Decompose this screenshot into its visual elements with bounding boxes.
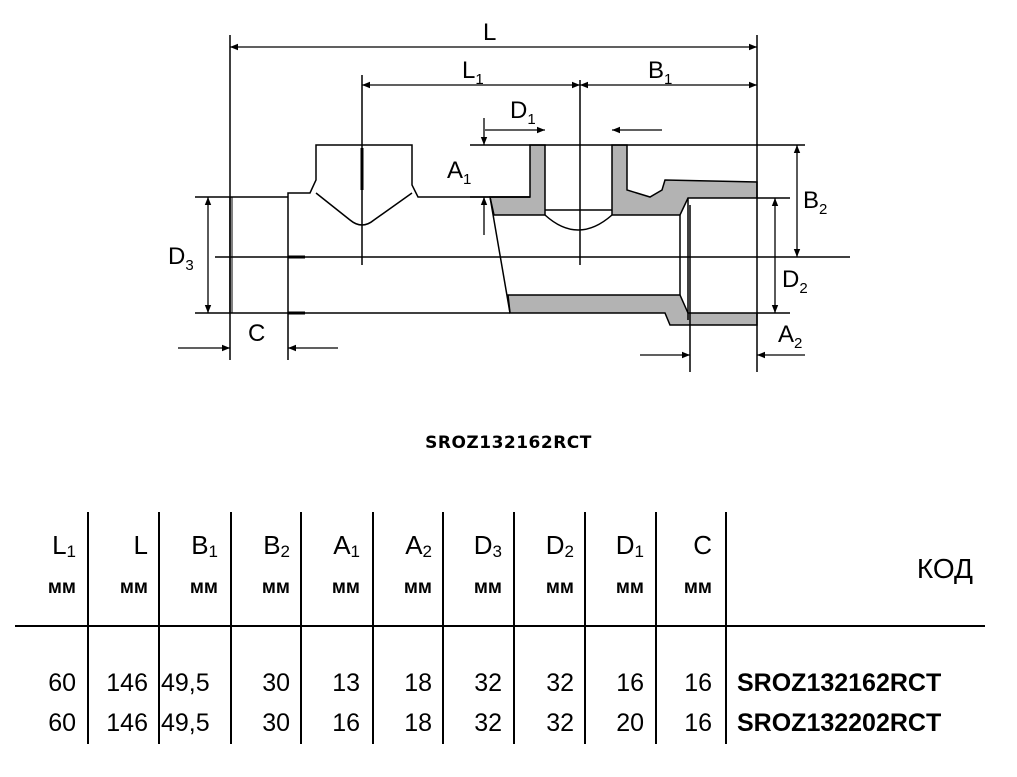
column-label-sub: 1 [634, 542, 644, 561]
column-divider [158, 512, 160, 744]
table-cell: 146 [106, 709, 148, 737]
label-A1: A1 [447, 157, 471, 188]
label-B2: B2 [803, 187, 827, 218]
product-code-cell: SROZ132202RCT [737, 709, 942, 737]
column-unit: мм [261, 577, 290, 598]
table-cell: 60 [48, 669, 76, 697]
fitting-drawing: L L1 B1 D1 A1 B2 D2 A2 D3 C [168, 19, 850, 372]
column-unit: мм [615, 577, 644, 598]
column-header: L1 мм [16, 530, 76, 603]
table-cell: 32 [546, 669, 574, 697]
column-divider [725, 512, 727, 744]
column-unit: мм [331, 577, 360, 598]
column-label-sub: 2 [564, 542, 574, 561]
label-L1: L1 [462, 57, 484, 88]
column-label-sub: 2 [280, 542, 290, 561]
column-header: D3 мм [442, 530, 502, 603]
column-divider [230, 512, 232, 744]
table-cell: 20 [616, 709, 644, 737]
code-header: КОД [916, 553, 973, 584]
column-label: C [693, 530, 712, 560]
label-B1: B1 [648, 57, 672, 88]
column-label: D [615, 530, 635, 560]
table-cell: 49,5 [161, 709, 210, 737]
column-label-sub: 1 [208, 542, 218, 561]
label-A2: A2 [778, 321, 802, 352]
header-divider [15, 625, 985, 627]
column-header: D2 мм [514, 530, 574, 603]
column-label: B [263, 530, 281, 560]
column-divider [513, 512, 515, 744]
column-unit: мм [47, 577, 76, 598]
column-label-sub: 1 [350, 542, 360, 561]
table-cell: 32 [546, 709, 574, 737]
column-header: B2 мм [230, 530, 290, 603]
column-label: L [52, 530, 67, 560]
column-unit: мм [545, 577, 574, 598]
table-cell: 32 [474, 669, 502, 697]
column-label: L [133, 530, 148, 560]
table-cell: 60 [48, 709, 76, 737]
column-header: A1 мм [300, 530, 360, 603]
column-label: D [545, 530, 565, 560]
label-L: L [483, 19, 496, 46]
label-C: C [248, 320, 265, 347]
table-cell: 30 [262, 669, 290, 697]
product-code-title: SROZ132162RCT [425, 433, 592, 453]
column-unit: мм [473, 577, 502, 598]
column-divider [87, 512, 89, 744]
table-cell: 18 [404, 709, 432, 737]
column-header: D1 мм [584, 530, 644, 603]
column-divider [372, 512, 374, 744]
table-cell: 16 [616, 669, 644, 697]
table-cell: 13 [332, 669, 360, 697]
column-label-sub: 1 [66, 542, 76, 561]
product-code-cell: SROZ132162RCT [737, 669, 942, 697]
table-cell: 18 [404, 669, 432, 697]
table-cell: 146 [106, 669, 148, 697]
column-label-sub: 2 [422, 542, 432, 561]
column-label: A [333, 530, 351, 560]
column-label: B [191, 530, 209, 560]
table-cell: 16 [684, 669, 712, 697]
label-D3: D3 [168, 243, 194, 274]
table-cell: 49,5 [161, 669, 210, 697]
column-label: D [473, 530, 493, 560]
column-header: B1 мм [158, 530, 218, 603]
table-cell: 32 [474, 709, 502, 737]
column-unit: мм [119, 577, 148, 598]
column-unit: мм [189, 577, 218, 598]
column-unit: мм [403, 577, 432, 598]
column-divider [442, 512, 444, 744]
column-unit: мм [683, 577, 712, 598]
column-divider [655, 512, 657, 744]
table-cell: 30 [262, 709, 290, 737]
column-header: A2 мм [372, 530, 432, 603]
column-label-sub: 3 [492, 542, 502, 561]
section-top [489, 144, 758, 216]
table-cell: 16 [684, 709, 712, 737]
label-D1: D1 [510, 97, 536, 128]
label-D2: D2 [782, 266, 808, 297]
table-cell: 16 [332, 709, 360, 737]
section-bottom [507, 294, 758, 326]
column-divider [300, 512, 302, 744]
column-label: A [405, 530, 423, 560]
column-divider [584, 512, 586, 744]
